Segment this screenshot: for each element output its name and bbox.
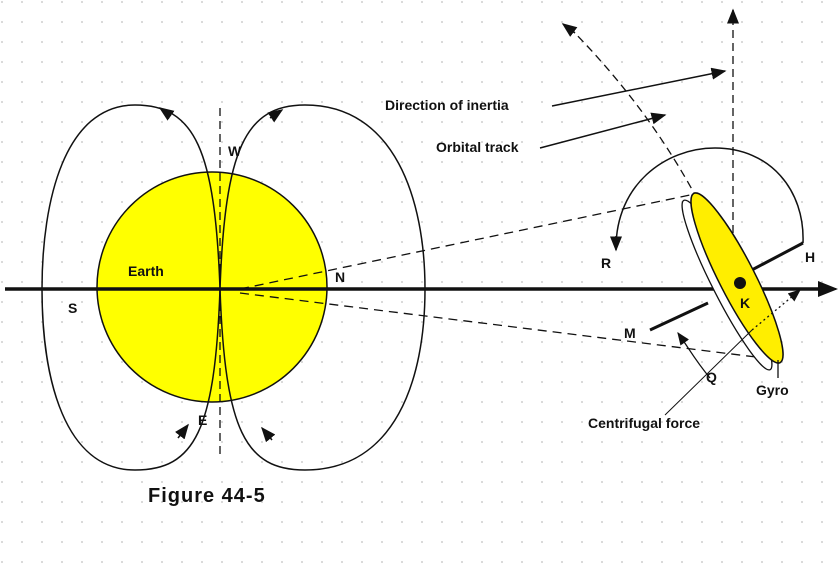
arrow-icon: [158, 107, 175, 121]
label-e: E: [198, 412, 207, 428]
q-arrow: [677, 331, 711, 379]
arrow-icon: [261, 426, 276, 443]
label-centrifugal-force: Centrifugal force: [588, 415, 700, 431]
dashed-line-lower: [239, 292, 781, 361]
label-h: H: [805, 249, 815, 265]
label-direction-of-inertia: Direction of inertia: [385, 97, 509, 113]
label-gyro: Gyro: [756, 382, 789, 398]
precession-arc: [615, 147, 804, 249]
arrow-icon: [267, 109, 284, 123]
arrow-icon: [175, 423, 189, 440]
earth-circle: [96, 171, 328, 403]
label-r: R: [601, 255, 611, 271]
m-axis-line: [649, 301, 709, 332]
figure-title: Figure 44-5: [148, 485, 266, 507]
label-q: Q: [706, 369, 717, 385]
label-k: K: [740, 295, 750, 311]
direction-of-inertia-pointer: [551, 67, 727, 107]
gyro-center-k: [734, 277, 746, 289]
label-orbital-track: Orbital track: [436, 139, 519, 155]
label-s: S: [68, 300, 77, 316]
dashed-line-upper: [239, 194, 691, 290]
arrow-icon: [561, 23, 578, 37]
h-axis-line: [747, 241, 804, 274]
label-earth: Earth: [128, 263, 164, 279]
label-n: N: [335, 269, 345, 285]
centrifugal-pointer: [664, 329, 753, 416]
centrifugal-force-arrow: [751, 289, 801, 331]
label-m: M: [624, 325, 636, 341]
orbital-track-pointer: [539, 112, 667, 149]
label-w: W: [228, 143, 242, 159]
